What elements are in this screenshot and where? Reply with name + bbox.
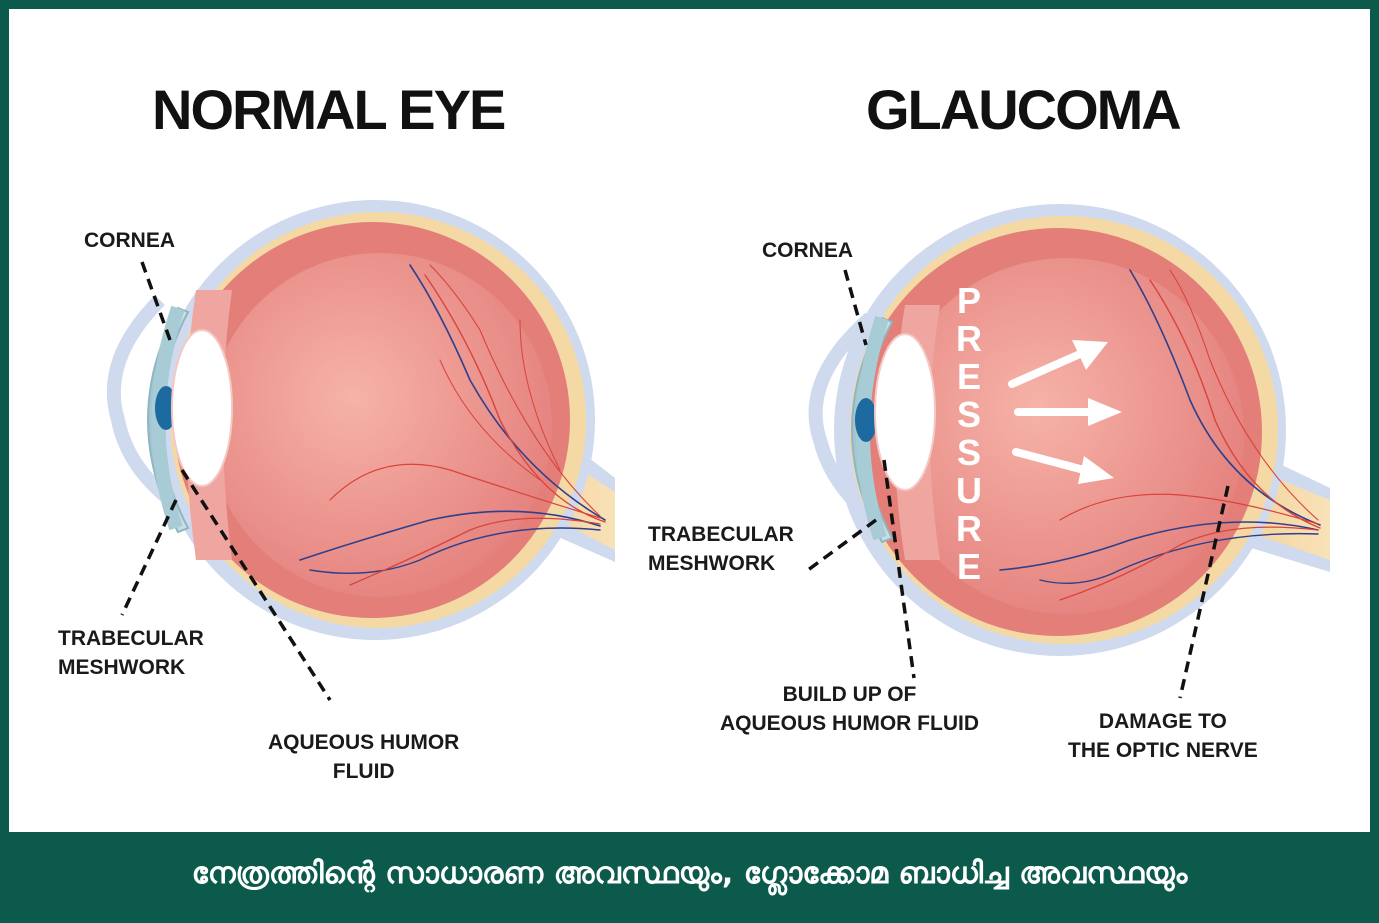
normal-aqueous-label: AQUEOUS HUMOR FLUID [268,728,459,786]
caption-bar: നേത്രത്തിന്റെ സാധാരണ അവസ്ഥയും, ഗ്ലോക്കോമ… [9,832,1370,914]
glaucoma-cornea-label: CORNEA [762,236,853,265]
glaucoma-vitreous-body [888,258,1244,614]
buildup-label: BUILD UP OF AQUEOUS HUMOR FLUID [720,680,979,738]
glaucoma-eye-drawing [808,204,1330,698]
glaucoma-iris [855,398,877,442]
vitreous-body [208,253,552,597]
normal-trabecular-label: TRABECULAR MESHWORK [58,624,204,682]
pressure-label: PRESSURE [952,282,986,586]
caption-text: നേത്രത്തിന്റെ സാധാരണ അവസ്ഥയും, ഗ്ലോക്കോമ… [192,856,1188,891]
lens [172,330,232,486]
glaucoma-trabecular-label: TRABECULAR MESHWORK [648,520,794,578]
normal-cornea-label: CORNEA [84,226,175,255]
optic-nerve-damage-label: DAMAGE TO THE OPTIC NERVE [1068,707,1258,765]
